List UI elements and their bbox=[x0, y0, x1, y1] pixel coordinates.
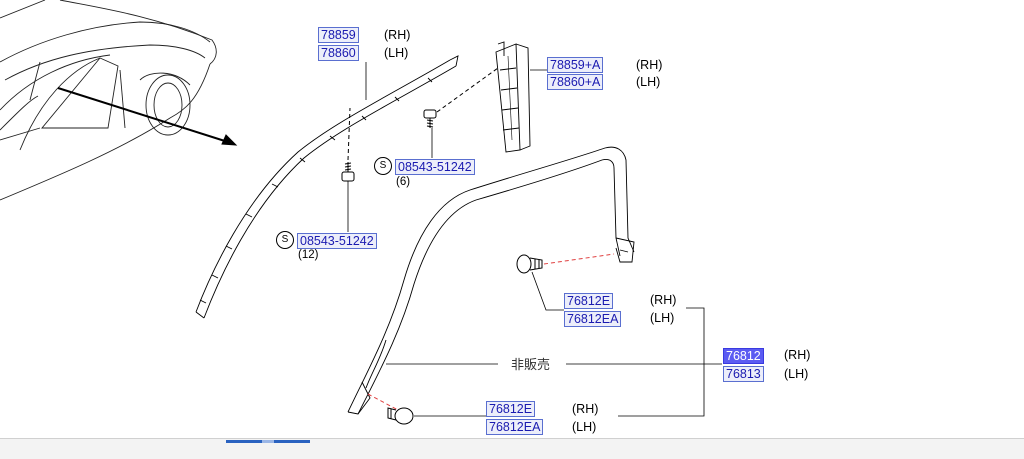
part-link-weatherstrip-rh[interactable]: 76812 bbox=[723, 348, 764, 364]
group-bracket bbox=[618, 307, 705, 417]
side-label-lh: (LH) bbox=[636, 75, 661, 89]
part-link-clip-upper-rh[interactable]: 76812E bbox=[564, 293, 614, 309]
leader-clip-upper bbox=[531, 271, 564, 311]
standard-part-badge: S bbox=[276, 231, 294, 249]
side-label-rh: (RH) bbox=[636, 58, 663, 72]
scrollbar-thumb[interactable] bbox=[226, 440, 310, 443]
side-label-lh: (LH) bbox=[384, 46, 409, 60]
side-label-rh: (RH) bbox=[384, 28, 411, 42]
part-link-screw-upper[interactable]: 08543-51242 bbox=[395, 159, 475, 175]
part-link-trim-rh[interactable]: 78859+A bbox=[547, 57, 604, 73]
part-link-clip-lower-rh[interactable]: 76812E bbox=[486, 401, 536, 417]
side-label-lh: (LH) bbox=[784, 367, 809, 381]
drip-moulding-part bbox=[195, 55, 459, 319]
screw-lower bbox=[341, 162, 355, 182]
part-link-moulding-lh[interactable]: 78860 bbox=[318, 45, 359, 61]
part-link-weatherstrip-lh[interactable]: 76813 bbox=[723, 366, 764, 382]
standard-part-badge: S bbox=[374, 157, 392, 175]
weatherstrip-part bbox=[347, 146, 635, 415]
direction-arrow bbox=[57, 87, 238, 146]
part-link-screw-lower[interactable]: 08543-51242 bbox=[297, 233, 377, 249]
horizontal-scrollbar[interactable] bbox=[0, 438, 1024, 459]
clip-lower bbox=[387, 407, 414, 425]
leader-clip-upper-dash bbox=[543, 253, 615, 265]
not-for-sale-note: 非販売 bbox=[509, 357, 553, 372]
side-label-rh: (RH) bbox=[572, 402, 599, 416]
side-label-rh: (RH) bbox=[784, 348, 811, 362]
pillar-trim-part bbox=[495, 41, 531, 153]
car-illustration bbox=[0, 0, 217, 201]
leader-clip-lower-dash bbox=[367, 393, 399, 411]
part-link-clip-lower-lh[interactable]: 76812EA bbox=[486, 419, 544, 435]
leader-screw-lower-dash bbox=[347, 107, 351, 161]
part-link-moulding-rh[interactable]: 78859 bbox=[318, 27, 359, 43]
part-link-trim-lh[interactable]: 78860+A bbox=[547, 74, 604, 90]
side-label-rh: (RH) bbox=[650, 293, 677, 307]
screw-upper bbox=[423, 109, 437, 128]
side-label-lh: (LH) bbox=[572, 420, 597, 434]
quantity-screw-lower: (12) bbox=[298, 249, 319, 261]
scrollbar-grip[interactable] bbox=[262, 440, 274, 443]
leader-screw-upper-dash bbox=[436, 67, 499, 113]
clip-upper bbox=[516, 254, 543, 274]
part-link-clip-upper-lh[interactable]: 76812EA bbox=[564, 311, 622, 327]
side-label-lh: (LH) bbox=[650, 311, 675, 325]
quantity-screw-upper: (6) bbox=[396, 176, 411, 188]
